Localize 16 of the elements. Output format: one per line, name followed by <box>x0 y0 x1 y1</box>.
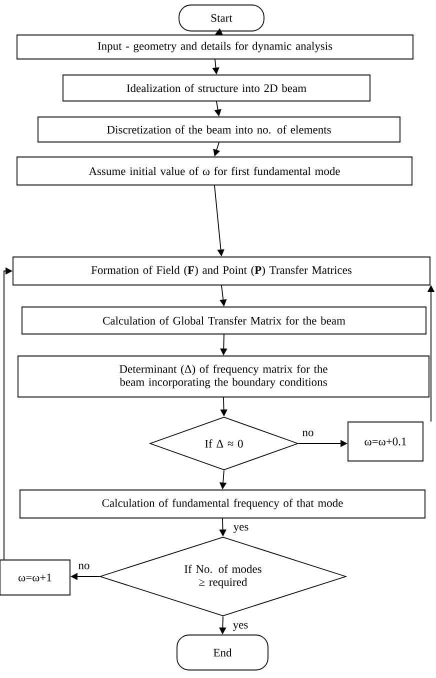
process-box: Determinant (Δ) of frequency matrix for the beam incorporating the boundary conditions <box>18 356 430 398</box>
process-box: Calculation of fundamental frequency of that mode <box>20 490 426 518</box>
process-box: Idealization of structure into 2D beam <box>62 74 370 102</box>
edge-label: yes <box>232 622 250 632</box>
process-box: ω=ω+1 <box>0 560 70 596</box>
process-box: Formation of Field (F) and Point (P) Transfer Matrices <box>12 256 430 286</box>
process-box: ω=ω+0.1 <box>348 422 424 462</box>
process-box: Input - geometry and details for dynamic analysis <box>16 34 414 60</box>
process-box: Assume initial value of ω for first fundamental mode <box>16 156 412 186</box>
edge-label: no <box>77 562 91 570</box>
process-box: Calculation of Global Transfer Matrix for the beam <box>22 306 426 334</box>
edge-label: yes <box>232 524 250 534</box>
edge-label: no <box>301 430 315 438</box>
terminal-box: End <box>176 634 268 670</box>
process-box: Discretization of the beam into no. of elements <box>38 116 400 142</box>
terminal-box: Start <box>178 4 264 32</box>
